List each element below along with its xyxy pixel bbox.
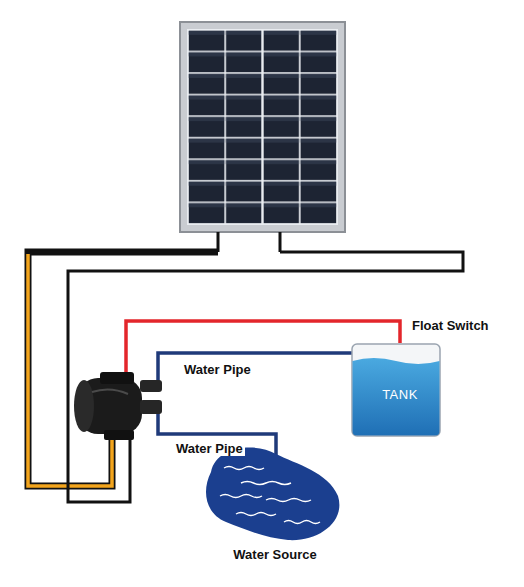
pipe-label: Water Pipe <box>174 441 245 456</box>
pump-cap <box>74 380 94 432</box>
panel-back <box>187 29 338 225</box>
water-tank: TANK <box>351 343 449 437</box>
solar-panel <box>180 22 345 232</box>
water-wave <box>284 521 320 524</box>
water-wave <box>224 467 264 470</box>
panel-frame <box>180 22 345 232</box>
water-wave <box>220 495 262 498</box>
panel-divider <box>262 30 264 224</box>
pump-base <box>104 430 134 440</box>
outlet-pipe <box>158 353 355 386</box>
pipe-label: Water Pipe <box>182 362 253 377</box>
pump <box>74 372 162 440</box>
water-wave <box>236 513 276 516</box>
positive-wire <box>32 251 218 254</box>
positive-wire <box>28 254 112 486</box>
pump-top <box>100 372 134 384</box>
pump-inlet <box>140 400 162 414</box>
pump-highlight <box>92 389 128 394</box>
water-wave <box>266 499 311 502</box>
panel-lead <box>279 232 282 252</box>
part-label: Float Switch <box>410 318 491 333</box>
pump-outlet <box>140 380 162 392</box>
water-source: Water Source <box>196 438 354 564</box>
tank-label: TANK <box>351 387 449 402</box>
panel-cells <box>188 30 337 224</box>
pond-outline <box>196 438 346 564</box>
pond-body <box>206 448 339 541</box>
water-wave <box>241 482 291 485</box>
source-label: Water Source <box>196 547 354 562</box>
